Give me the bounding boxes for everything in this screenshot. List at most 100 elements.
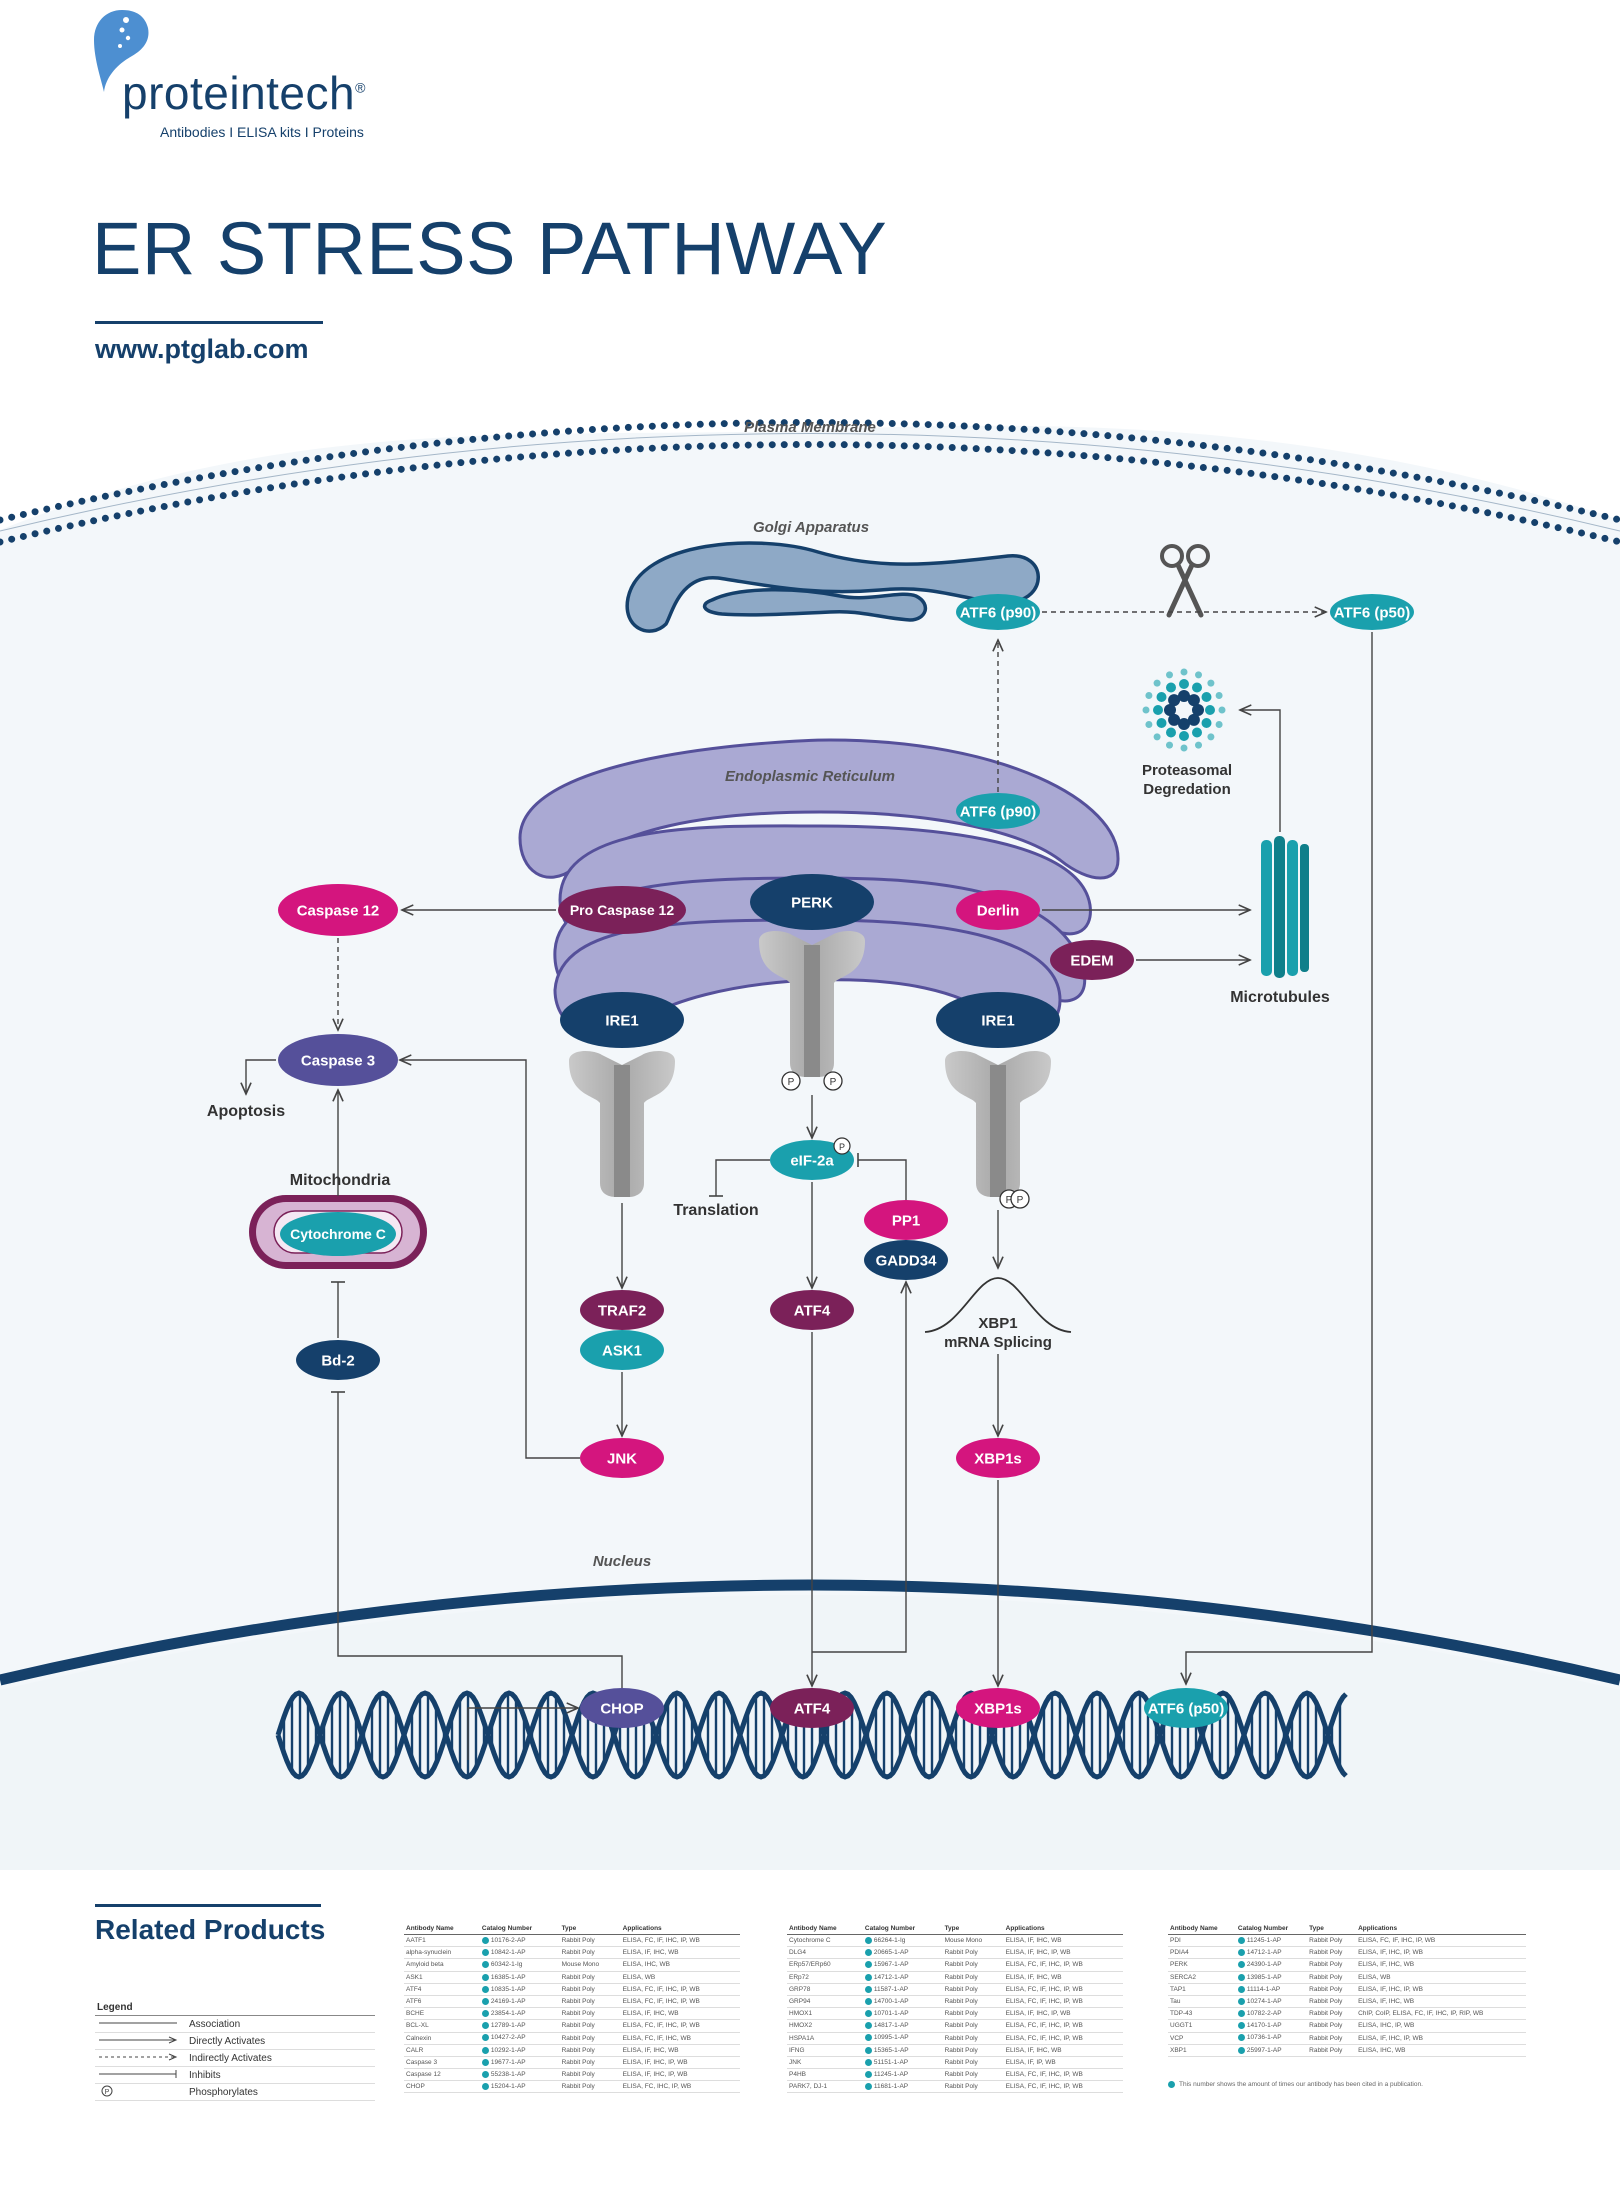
table-cell: 24390-1-AP: [1235, 1958, 1308, 1972]
table-cell: Rabbit Poly: [559, 2019, 621, 2033]
table-cell: ERp72: [787, 1971, 863, 1984]
table-cell: 15365-1-AP: [862, 2044, 943, 2057]
table-cell: ELISA, WB: [620, 1971, 740, 1984]
table-cell: GRP78: [787, 1983, 863, 1996]
phospho-perk-right: P: [823, 1071, 843, 1091]
table-cell: Rabbit Poly: [559, 2032, 621, 2045]
svg-text:EDEM: EDEM: [1070, 952, 1113, 969]
table-cell: Rabbit Poly: [1307, 2019, 1357, 2033]
table-cell: PDI: [1168, 1934, 1236, 1948]
node-perk: PERK: [750, 874, 874, 930]
table-cell: 10274-1-AP: [1235, 1995, 1308, 2009]
table-cell: Rabbit Poly: [559, 1983, 621, 1996]
edge-pp1-to-eif2a: [858, 1159, 907, 1200]
table-header: Applications: [1003, 1922, 1123, 1935]
table-cell: ELISA, FC, IF, IHC, IP, WB: [1356, 1934, 1526, 1948]
edge-atf6-p50-to-nucleus: [1186, 632, 1373, 1684]
table-cell: ELISA, FC, IF, IHC, IP, WB: [1003, 2068, 1123, 2082]
table-cell: CHOP: [404, 2080, 480, 2094]
table-header: Antibody Name: [404, 1922, 480, 1935]
table-header: Catalog Number: [862, 1922, 943, 1935]
table-header: Catalog Number: [1235, 1922, 1308, 1935]
table-cell: ELISA, IF, IHC, IP, WB: [620, 2068, 740, 2082]
table-cell: ELISA, IF, IHC, IP, WB: [1356, 2032, 1526, 2045]
table-cell: 10842-1-AP: [479, 1946, 560, 1960]
table-header: Type: [559, 1922, 621, 1935]
website-link[interactable]: www.ptglab.com: [95, 334, 309, 364]
table-cell: Rabbit Poly: [559, 1934, 621, 1948]
table-cell: HSPA1A: [787, 2032, 863, 2045]
citation-badge-icon: [1237, 1973, 1245, 1981]
edge-chop-to-bcl2: [337, 1392, 623, 1688]
legend-row-indirect: Indirectly Activates: [95, 2050, 375, 2067]
table-cell: 19677-1-AP: [479, 2056, 560, 2070]
legend-row-association: Association: [95, 2016, 375, 2033]
plasma-membrane: [0, 419, 1620, 546]
svg-text:P: P: [830, 1077, 837, 1088]
table-cell: TDP-43: [1168, 2007, 1236, 2021]
pathway-connectors: [246, 612, 1373, 1760]
svg-text:P: P: [105, 2089, 110, 2096]
table-cell: ELISA, IF, IHC, WB: [1003, 2044, 1123, 2057]
edge-eif2a-to-translation: [715, 1159, 770, 1196]
apoptosis-label: Apoptosis: [207, 1103, 285, 1120]
table-cell: ELISA, FC, IF, IHC, IP, WB: [1003, 1995, 1123, 2009]
citation-badge-icon: [1237, 2022, 1245, 2030]
nucleus-label: Nucleus: [593, 1553, 651, 1570]
citation-badge-icon: [481, 1936, 489, 1944]
table-cell: ELISA, FC, IF, IHC, IP, WB: [620, 1995, 740, 2009]
table-cell: 15967-1-AP: [862, 1958, 943, 1972]
table-cell: PARK7, DJ-1: [787, 2080, 863, 2094]
proteasomal-label-1: Proteasomal: [1142, 762, 1232, 779]
mitochondria-label: Mitochondria: [290, 1172, 391, 1189]
citation-badge-icon: [481, 2083, 489, 2091]
table-cell: Amyloid beta: [404, 1958, 480, 1972]
table-cell: ELISA, IF, IP, WB: [1003, 2056, 1123, 2070]
table-cell: Rabbit Poly: [559, 2007, 621, 2021]
table-cell: 11681-1-AP: [862, 2080, 943, 2094]
table-cell: Rabbit Poly: [942, 1958, 1004, 1972]
table-cell: Rabbit Poly: [559, 1971, 621, 1984]
svg-text:Caspase 3: Caspase 3: [301, 1052, 375, 1069]
table-cell: PERK: [1168, 1958, 1236, 1972]
citation-badge-icon: [864, 2022, 872, 2030]
ire1-right-channel: [945, 1051, 1051, 1197]
citation-badge-icon: [481, 1997, 489, 2005]
table-cell: ELISA, IF, IHC, IP, WB: [1003, 1946, 1123, 1960]
legend-title: Legend: [95, 2000, 375, 2016]
table-cell: ELISA, FC, IF, IHC, IP, WB: [1003, 1983, 1123, 1996]
svg-text:JNK: JNK: [607, 1450, 637, 1467]
svg-text:PP1: PP1: [892, 1212, 920, 1229]
table-cell: HMOX2: [787, 2019, 863, 2033]
table-cell: ELISA, WB: [1356, 1971, 1526, 1984]
node-eif2a: eIF-2a: [770, 1140, 854, 1180]
scissors-icon: [1160, 544, 1210, 618]
svg-text:ASK1: ASK1: [602, 1342, 642, 1359]
table-cell: Tau: [1168, 1995, 1236, 2009]
node-bcl2: Bd-2: [296, 1340, 380, 1380]
node-gadd34: GADD34: [864, 1240, 948, 1280]
table-cell: ELISA, IF, IHC, WB: [1003, 1934, 1123, 1948]
citation-badge-icon: [1168, 2081, 1175, 2088]
citation-badge-icon: [481, 2010, 489, 2018]
svg-text:Cytochrome C: Cytochrome C: [290, 1226, 386, 1242]
node-xbp1s-nuc: XBP1s: [956, 1688, 1040, 1728]
table-cell: Rabbit Poly: [942, 1983, 1004, 1996]
citation-footnote: This number shows the amount of times ou…: [1168, 2081, 1423, 2088]
edge-casp3-to-apoptosis: [246, 1059, 276, 1094]
